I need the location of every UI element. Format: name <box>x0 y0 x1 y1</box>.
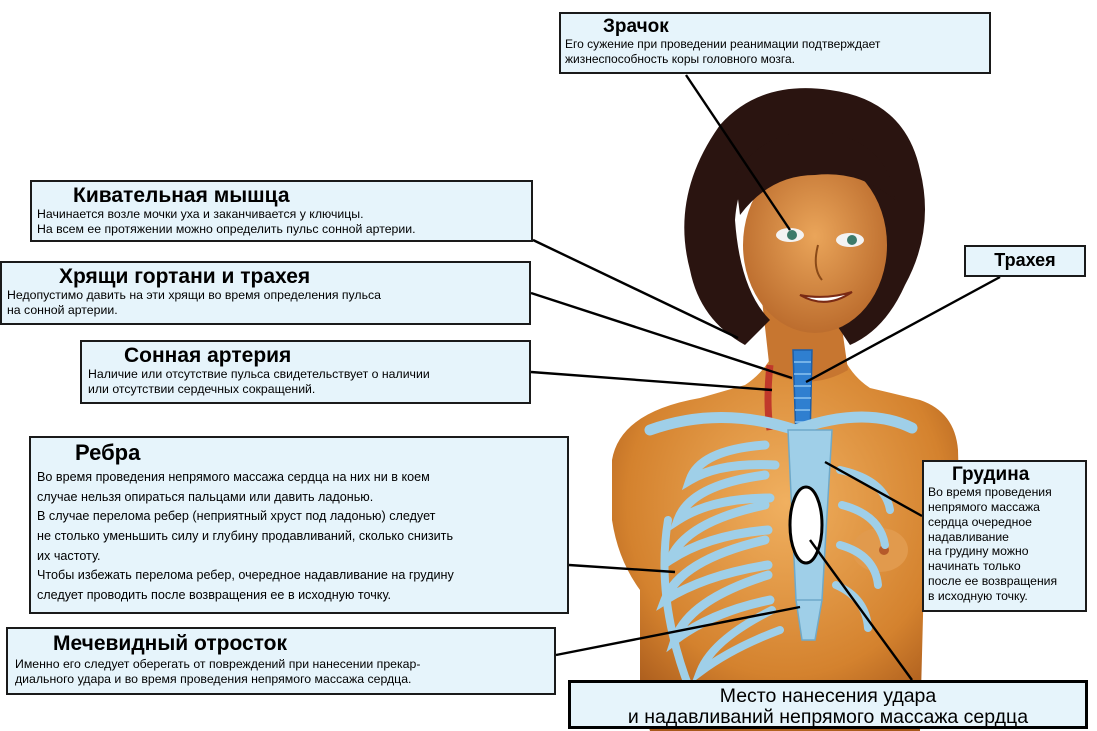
label-carotid-artery-text: Наличие или отсутствие пульса свидетельс… <box>88 367 523 398</box>
label-carotid-artery-title: Сонная артерия <box>124 345 523 367</box>
label-sternocleidomastoid: Кивательная мышца Начинается возле мочки… <box>30 180 533 242</box>
label-laryngeal-cartilage: Хрящи гортани и трахея Недопустимо давит… <box>0 261 531 325</box>
label-sternocleidomastoid-title: Кивательная мышца <box>73 185 526 207</box>
label-trachea: Трахея <box>964 245 1086 277</box>
label-xiphoid-process-text: Именно его следует оберегать от поврежде… <box>15 657 547 688</box>
label-pupil-text: Его сужение при проведении реанимации по… <box>565 37 985 67</box>
label-impact-site: Место нанесения удара и надавливаний неп… <box>568 680 1088 729</box>
label-laryngeal-cartilage-text: Недопустимо давить на эти хрящи во время… <box>7 288 524 319</box>
label-ribs: Ребра Во время проведения непрямого масс… <box>29 436 569 614</box>
label-sternum: Грудина Во время проведения непрямого ма… <box>922 460 1087 612</box>
label-xiphoid-process: Мечевидный отросток Именно его следует о… <box>6 627 556 695</box>
label-impact-site-text: Место нанесения удара и надавливаний неп… <box>571 686 1085 729</box>
label-carotid-artery: Сонная артерия Наличие или отсутствие пу… <box>80 340 531 404</box>
label-laryngeal-cartilage-title: Хрящи гортани и трахея <box>59 266 524 288</box>
label-sternum-text: Во время проведения непрямого массажа се… <box>928 485 1081 604</box>
label-sternocleidomastoid-text: Начинается возле мочки уха и заканчивает… <box>37 207 526 238</box>
label-ribs-title: Ребра <box>75 441 561 464</box>
label-xiphoid-process-title: Мечевидный отросток <box>53 633 547 655</box>
label-sternum-title: Грудина <box>952 465 1081 485</box>
label-ribs-text: Во время проведения непрямого массажа се… <box>37 468 561 605</box>
label-pupil-title: Зрачок <box>603 17 985 37</box>
label-pupil: Зрачок Его сужение при проведении реаним… <box>559 12 991 74</box>
label-trachea-title: Трахея <box>966 251 1084 270</box>
leader-carotid <box>531 372 772 390</box>
